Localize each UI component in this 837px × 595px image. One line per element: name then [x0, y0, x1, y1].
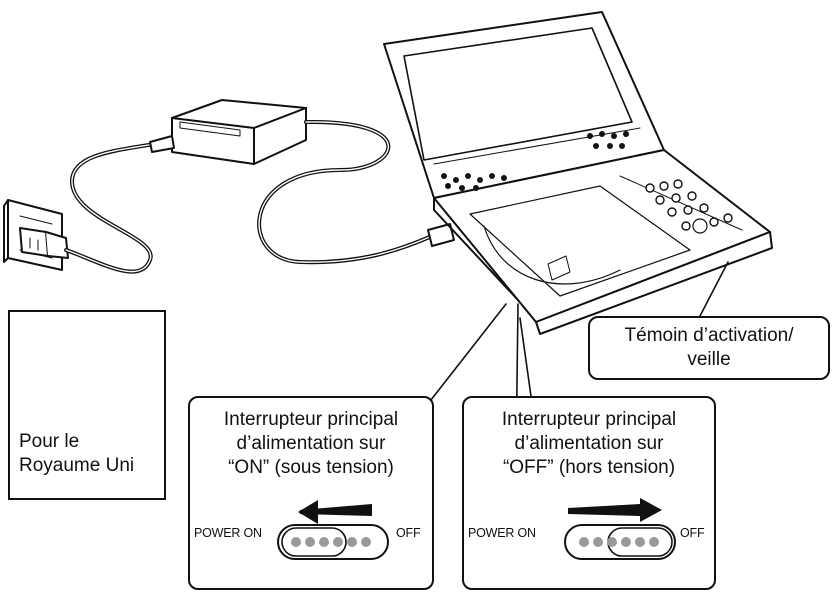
wall-plug	[19, 227, 69, 259]
leader-indicator	[699, 261, 729, 317]
dvd-player-base	[433, 149, 773, 335]
uk-plug-label: Pour le Royaume Uni	[19, 430, 134, 478]
switch-on-line1: Interrupteur principal	[223, 409, 399, 430]
switch-off-line1: Interrupteur principal	[501, 409, 677, 430]
switch-off-line2: d’alimentation sur	[514, 433, 664, 454]
speaker-grille	[441, 131, 629, 191]
switch-on-off-label-front: OFF	[396, 526, 421, 540]
uk-plug-inset: Pour le Royaume Uni	[8, 310, 166, 500]
switch-off-off-label: OFF	[680, 526, 705, 540]
indicator-callout-line2: veille	[687, 349, 731, 370]
uk-plug-label-line1: Pour le	[19, 431, 80, 452]
switch-on-line2: d’alimentation sur	[236, 433, 386, 454]
dvd-player-lid	[383, 11, 665, 199]
switch-on-power-on-label-front: POWER ON	[194, 526, 262, 540]
switch-off-power-on-label: POWER ON	[468, 526, 536, 540]
control-buttons	[645, 179, 733, 231]
switch-off-line3: “OFF” (hors tension)	[502, 457, 676, 478]
ac-adapter	[149, 99, 307, 165]
switch-on-line3: “ON” (sous tension)	[228, 457, 394, 478]
indicator-callout: Témoin d’activation/ veille	[588, 316, 830, 380]
uk-plug-label-line2: Royaume Uni	[19, 455, 135, 476]
indicator-callout-line1: Témoin d’activation/	[624, 325, 794, 346]
